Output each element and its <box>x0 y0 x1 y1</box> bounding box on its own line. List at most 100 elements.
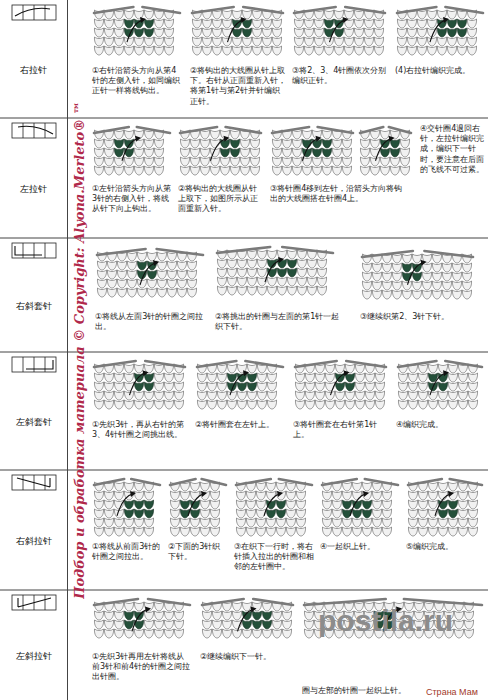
symbol-frame <box>12 475 56 490</box>
knit-swatch <box>94 127 170 175</box>
knit-stitches <box>180 130 259 175</box>
direction-arrow <box>132 609 148 631</box>
knit-stitches <box>217 250 326 295</box>
knitting-needle <box>192 7 234 13</box>
knit-swatch <box>94 479 160 536</box>
highlighted-stitches <box>124 500 153 518</box>
step-caption: ②将挑出的针圈与左面的第1针一起织下针。 <box>215 312 340 332</box>
knitting-needle <box>360 127 383 133</box>
symbol-frame <box>12 357 56 372</box>
knitting-needle <box>142 7 180 13</box>
site-watermark: Страна Мам <box>426 687 478 697</box>
step-caption: ③在织下一行时，将右针插入拉出的针圈和相邻的左针圈中。 <box>234 542 314 573</box>
symbol-cell-line <box>34 357 35 372</box>
knitting-needle <box>236 479 271 485</box>
symbol-cell-line <box>45 357 46 372</box>
direction-arrow <box>122 139 138 161</box>
knit-swatch <box>398 361 482 409</box>
arrow-head <box>343 17 349 23</box>
knitting-needle <box>94 361 136 367</box>
arrow-head <box>243 370 249 376</box>
stitch-name-cell: 右斜套针 <box>0 238 68 352</box>
highlighted-stitches <box>227 373 256 391</box>
symbol-mark <box>17 478 50 487</box>
direction-arrow <box>264 494 280 516</box>
step-caption: ⑤编织完成。 <box>406 542 484 552</box>
highlighted-stitches <box>402 263 421 281</box>
knitting-needle <box>295 361 337 367</box>
step-caption: ②继续编织下一针。 <box>200 652 290 662</box>
knit-stitches <box>197 364 276 409</box>
arrow-head <box>344 370 350 376</box>
knit-stitches <box>360 130 409 175</box>
knit-swatch <box>397 7 483 55</box>
symbol-cell-line <box>23 243 24 258</box>
knit-swatch <box>94 361 185 409</box>
knitting-needle <box>408 479 442 485</box>
arrow-head <box>278 257 284 263</box>
knit-swatch <box>272 127 353 175</box>
stitch-symbol <box>12 595 56 610</box>
knit-swatch <box>94 7 180 55</box>
knitting-needle <box>217 247 270 253</box>
stitch-symbol <box>12 357 56 372</box>
arrow-head <box>224 136 230 142</box>
knit-stitches <box>294 10 383 55</box>
knit-stitches <box>397 10 476 55</box>
stitch-name-cell: 左斜拉针 <box>0 590 68 700</box>
arrow-head <box>443 370 449 376</box>
direction-arrow <box>376 139 392 161</box>
step-caption: ①将线从左面3针的针圈之间拉出。 <box>95 312 205 332</box>
arrow-head <box>143 370 149 376</box>
stitch-name: 左拉针 <box>20 184 47 195</box>
step-caption: ③将2、3、4针圈依次分别编织正针。 <box>292 66 390 86</box>
knitting-needle <box>445 361 482 367</box>
arrow-head <box>316 136 322 142</box>
knitting-needle <box>94 7 133 13</box>
knit-swatch <box>202 599 293 638</box>
knit-stitches <box>295 364 384 409</box>
direction-arrow <box>130 373 146 395</box>
arrow-head <box>389 136 395 142</box>
arrow-head <box>277 491 283 497</box>
arrow-head <box>140 17 146 23</box>
knitting-needle <box>322 479 357 485</box>
knitting-needle <box>202 479 226 485</box>
knitting-needle <box>245 361 283 367</box>
arrow-head <box>145 606 151 612</box>
knitting-needle <box>226 127 261 133</box>
knitting-needle <box>137 127 170 133</box>
knitting-needle <box>170 479 196 485</box>
step-caption: ①右针沿箭头方向从第4针的左侧入针，如同编织正针一样将线钩出。 <box>92 66 184 97</box>
symbol-cell-line <box>23 475 24 490</box>
step-caption: ①将线从前面3针的针圈之间拉出。 <box>92 542 162 562</box>
knit-stitches <box>94 482 153 536</box>
step-caption: ③将针圈套在右针第1针上。 <box>293 420 388 440</box>
step-caption: ①先织3针再用左针将线从前3针和前4针的针圈之间拉出针圈。 <box>92 652 192 683</box>
arrow-head <box>443 17 449 23</box>
knit-swatch <box>180 127 261 175</box>
knitting-needle <box>243 7 283 13</box>
knit-stitches <box>97 252 196 297</box>
arrow-head <box>201 491 207 497</box>
knit-stitches <box>94 130 163 175</box>
symbol-cell-line <box>23 357 24 372</box>
arrow-head <box>153 260 159 266</box>
direction-arrow <box>303 139 319 161</box>
symbol-frame <box>12 5 56 20</box>
step-caption: ②将针圈套在左针上。 <box>195 420 285 430</box>
stitch-name-cell: 右斜拉针 <box>0 470 68 590</box>
symbol-cell-line <box>45 595 46 610</box>
arrow-head <box>363 491 369 497</box>
knit-swatch <box>236 479 312 536</box>
knitting-needle <box>389 127 411 133</box>
knit-stitches <box>322 482 391 536</box>
knitting-needle <box>365 479 398 485</box>
knit-swatch <box>408 479 482 536</box>
knit-swatch <box>294 7 385 55</box>
knitting-needle <box>253 599 293 605</box>
direction-arrow <box>140 263 156 285</box>
knit-stitches <box>170 482 219 536</box>
direction-arrow <box>188 494 204 516</box>
